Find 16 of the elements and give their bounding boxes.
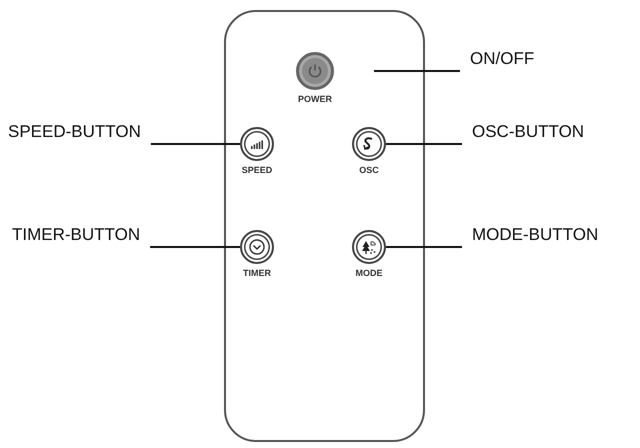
callout-label: TIMER-BUTTON (12, 225, 140, 245)
leader-line (386, 143, 462, 145)
callout-label: SPEED-BUTTON (8, 122, 141, 142)
callout-label: MODE-BUTTON (472, 225, 598, 245)
callout-label: OSC-BUTTON (472, 122, 584, 142)
leader-line (150, 143, 240, 145)
leader-line (386, 246, 462, 248)
remote-control-body (224, 10, 425, 442)
leader-line (374, 70, 460, 72)
button-label: OSC (359, 165, 379, 175)
button-label: MODE (356, 268, 382, 278)
button-label: POWER (298, 94, 332, 104)
callout-label: ON/OFF (470, 49, 534, 69)
leader-line (150, 246, 240, 248)
button-label: SPEED (242, 165, 272, 175)
button-label: TIMER (243, 268, 271, 278)
